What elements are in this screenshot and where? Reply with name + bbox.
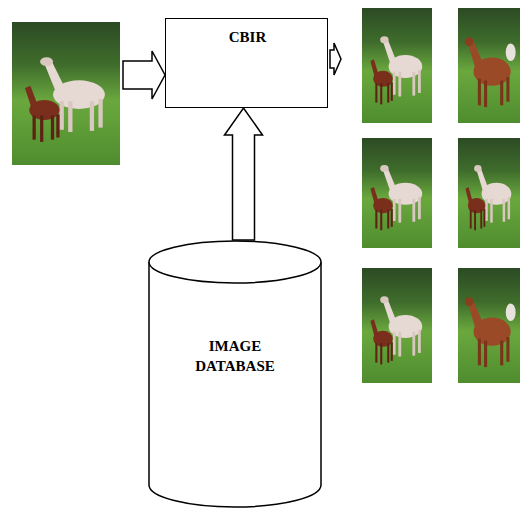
query-image <box>12 22 120 165</box>
input-arrow <box>123 51 165 99</box>
result-image <box>362 8 432 123</box>
result-image <box>362 268 432 383</box>
result-image <box>458 268 520 383</box>
database-cylinder: IMAGE DATABASE <box>148 240 322 508</box>
cylinder-body <box>149 262 321 507</box>
process-box: CBIR <box>165 18 328 108</box>
box-label: CBIR <box>178 27 318 47</box>
result-image <box>458 138 520 248</box>
output-arrow <box>330 43 341 75</box>
block-arrow <box>225 108 263 240</box>
result-image <box>458 8 520 123</box>
cylinder-top <box>149 241 321 283</box>
result-image <box>362 138 432 248</box>
database-label: IMAGE DATABASE <box>175 336 295 377</box>
